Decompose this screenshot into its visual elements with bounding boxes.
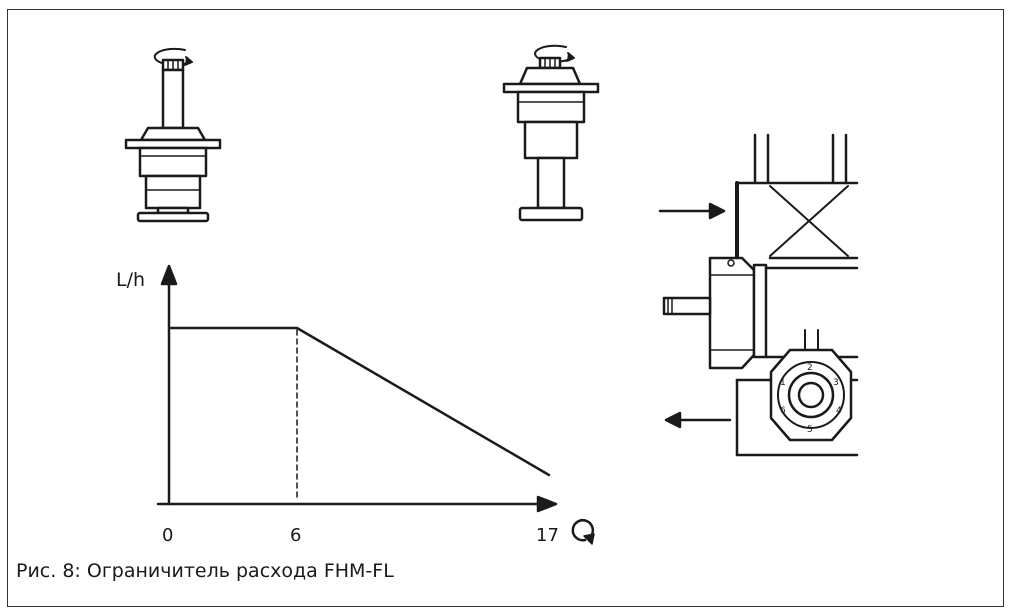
- x-tick-0: 0: [162, 525, 173, 546]
- valve-insert-open: [124, 47, 222, 223]
- clockwise-rotation-icon: [571, 519, 595, 545]
- dial-number-5: 5: [807, 425, 813, 435]
- flow-out-arrow-icon: [664, 411, 732, 429]
- dial-number-3: 3: [833, 378, 839, 388]
- y-axis-label: L/h: [116, 269, 145, 291]
- x-tick-17: 17: [536, 525, 559, 546]
- y-axis-arrowhead: [160, 264, 178, 286]
- figure-frame: [7, 9, 1004, 607]
- flow-graph: L/h 0 6 17: [116, 264, 595, 546]
- flow-in-arrow-icon: [658, 202, 726, 220]
- dial-number-1: 1: [780, 378, 786, 388]
- flow-curve: [167, 326, 551, 477]
- dial-number-4: 4: [836, 406, 842, 416]
- valve-insert-closed: [502, 44, 600, 222]
- adjustment-dial: 1 2 3 4 5 6: [769, 348, 853, 442]
- dial-number-2: 2: [807, 363, 813, 373]
- rotation-arrow-icon: [534, 44, 575, 63]
- x-axis-arrowhead: [536, 495, 558, 513]
- figure-caption: Рис. 8: Ограничитель расхода FHM-FL: [16, 560, 394, 582]
- x-tick-6: 6: [290, 525, 301, 546]
- manifold-assembly: 1 2 3 4 5 6: [658, 133, 859, 457]
- dial-number-6: 6: [780, 406, 786, 416]
